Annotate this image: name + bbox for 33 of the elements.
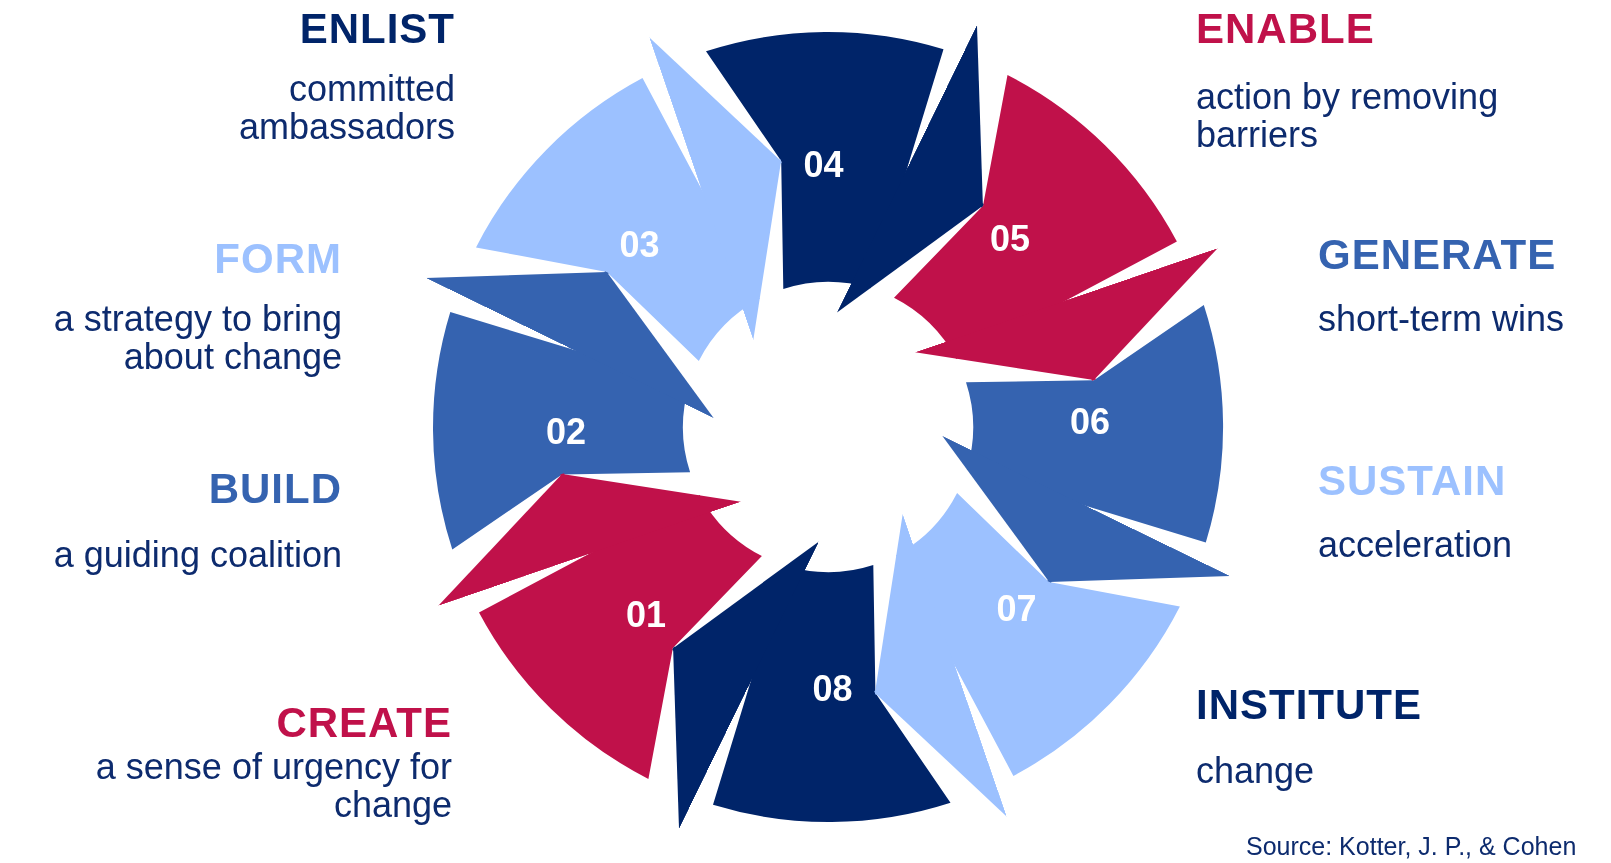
step-description: short-term wins bbox=[1318, 300, 1565, 338]
arrowhead bbox=[836, 24, 984, 313]
arrowhead bbox=[672, 541, 820, 830]
step-description: change bbox=[1196, 752, 1315, 790]
arrowhead bbox=[649, 37, 782, 340]
arrowhead bbox=[438, 473, 741, 606]
step-description: committed ambassadors bbox=[237, 70, 455, 146]
step-heading: FORM bbox=[214, 236, 342, 283]
step-description: a guiding coalition bbox=[53, 536, 342, 574]
arrowhead bbox=[874, 514, 1007, 817]
step-heading: SUSTAIN bbox=[1318, 458, 1507, 505]
step-heading: INSTITUTE bbox=[1196, 682, 1422, 729]
step-description: a sense of urgency for change bbox=[94, 748, 452, 824]
source-note: Source: Kotter, J. P., & Cohen bbox=[1246, 832, 1577, 861]
step-number: 03 bbox=[619, 224, 660, 266]
step-number: 04 bbox=[803, 144, 844, 187]
step-heading: GENERATE bbox=[1318, 232, 1557, 279]
step-number: 08 bbox=[812, 667, 853, 710]
step-description: a strategy to bring about change bbox=[52, 300, 342, 376]
arrowhead bbox=[425, 271, 714, 419]
step-number: 06 bbox=[1069, 401, 1110, 444]
step-number: 07 bbox=[996, 588, 1037, 630]
step-heading: BUILD bbox=[208, 466, 342, 513]
arrowhead bbox=[915, 248, 1218, 381]
step-number: 05 bbox=[989, 217, 1030, 260]
step-number: 02 bbox=[546, 410, 587, 453]
step-number: 01 bbox=[625, 594, 666, 637]
step-description: action by removing barriers bbox=[1196, 78, 1500, 154]
step-heading: ENABLE bbox=[1196, 6, 1375, 53]
step-heading: CREATE bbox=[276, 700, 452, 747]
step-description: acceleration bbox=[1318, 526, 1513, 564]
step-heading: ENLIST bbox=[299, 6, 455, 53]
arrowhead bbox=[942, 435, 1231, 583]
